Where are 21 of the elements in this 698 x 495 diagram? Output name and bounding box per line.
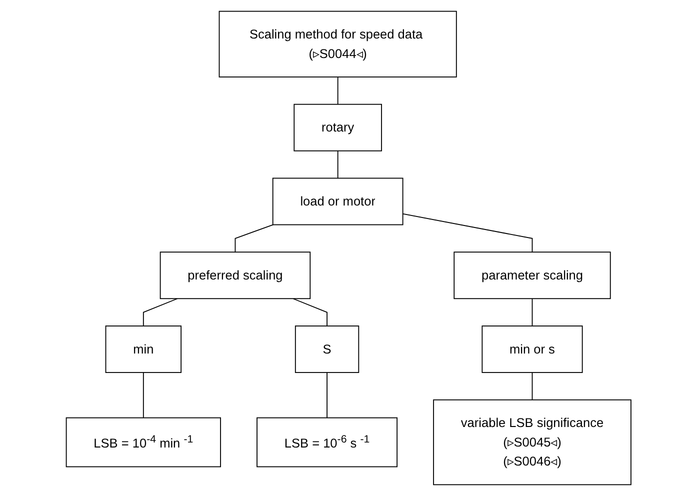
connector [326, 372, 328, 418]
connector [143, 298, 178, 326]
node-box: min or s [482, 325, 584, 372]
node-box: preferred scaling [160, 251, 311, 299]
connector [532, 298, 534, 326]
connector [235, 224, 274, 252]
node-box: LSB = 10$^{-4}$ min $^{-1}$ [66, 416, 222, 467]
node-box: LSB = 10$^{-6}$ s $^{-1}$ [256, 416, 398, 467]
connector [338, 150, 339, 178]
node-box: min [106, 325, 182, 372]
node-box: S [295, 325, 360, 372]
node-box: load or motor [272, 177, 404, 225]
connector [143, 372, 144, 418]
node-box: variable LSB significance (▹S0045◃) (▹S0046◃) [433, 398, 632, 485]
connector [532, 372, 534, 400]
connector [402, 212, 534, 252]
connector [338, 76, 339, 104]
connector [292, 298, 328, 326]
node-box: Scaling method for speed data (▹S0044◃) [219, 10, 458, 77]
node-box: rotary [294, 103, 382, 151]
node-box: parameter scaling [454, 251, 612, 299]
